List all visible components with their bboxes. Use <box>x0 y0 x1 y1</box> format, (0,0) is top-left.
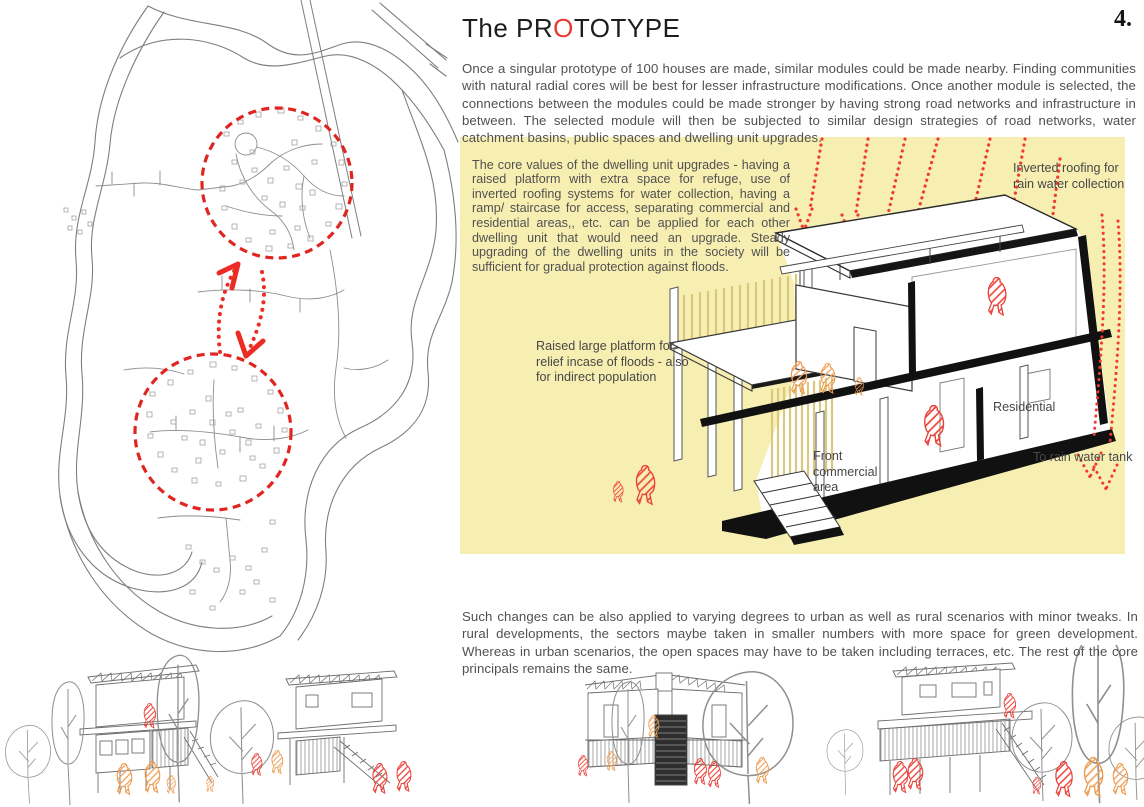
trees <box>5 645 1144 806</box>
roof-cut-edge <box>850 229 1078 278</box>
label-rain-water-tank: To rain water tank <box>1033 450 1133 464</box>
page-number: 4. <box>1114 6 1132 32</box>
figure-red-child <box>613 480 624 503</box>
module-circle-markers <box>133 106 354 512</box>
title-accent-o: O <box>553 13 574 43</box>
module-link-arrows <box>216 261 266 359</box>
arrowhead-up <box>216 261 241 291</box>
clerestory-posts <box>799 236 1001 287</box>
to-tank-arrows <box>1076 213 1122 491</box>
roof-gutter <box>779 224 1025 275</box>
wall-cut <box>908 281 916 377</box>
map-water-outlines <box>58 0 459 653</box>
label-front-commercial: Front commercial area <box>813 449 878 494</box>
module-circle-bottom <box>133 352 293 512</box>
map-buildings <box>63 107 348 611</box>
mid-slab-cut <box>700 329 1112 427</box>
figure-red <box>635 464 656 506</box>
settlement-map-illustration <box>58 0 459 653</box>
house-2 <box>277 670 398 790</box>
label-residential: Residential <box>993 400 1056 414</box>
module-circle-top <box>200 106 354 260</box>
right-wall-cut <box>1078 235 1108 425</box>
arrowhead-down <box>235 330 266 359</box>
label-inverted-roofing: Inverted roofing for rain water collecti… <box>1013 161 1125 191</box>
intro-paragraph: Once a singular prototype of 100 houses … <box>462 61 1136 145</box>
outro-paragraph: Such changes can be also applied to vary… <box>462 609 1138 676</box>
house-4 <box>877 662 1047 795</box>
label-raised-platform: Raised large platform for relief incase … <box>536 339 689 384</box>
page-title: The PROTOTYPE <box>462 13 681 43</box>
street-elevation-illustration <box>5 645 1144 806</box>
upper-door-opening <box>853 326 877 386</box>
lower-interior <box>815 364 1051 502</box>
dwelling-upgrade-panel: The core values of the dwelling unit upg… <box>460 137 1132 554</box>
front-stairs <box>753 470 844 545</box>
panel-body-text: The core values of the dwelling unit upg… <box>472 157 790 274</box>
map-roads <box>95 132 389 603</box>
dwelling-axon-illustration <box>613 137 1122 545</box>
